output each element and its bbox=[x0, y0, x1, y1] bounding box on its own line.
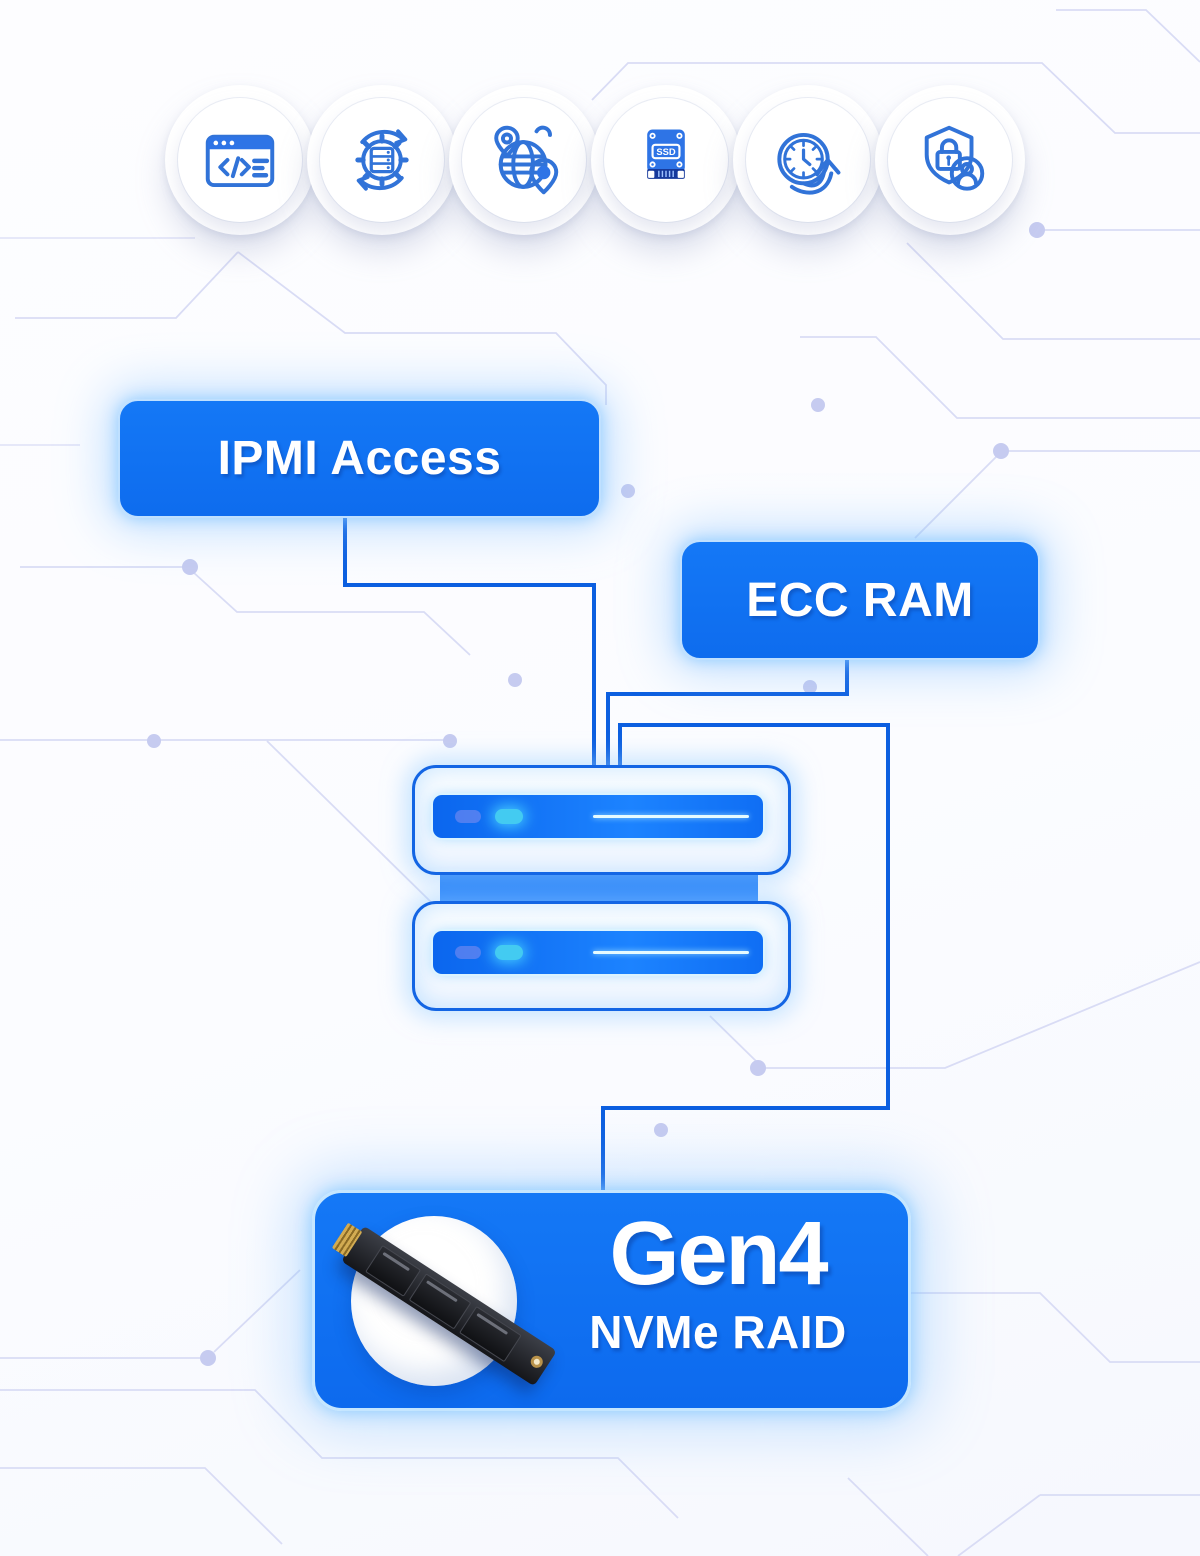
badge-inner bbox=[320, 98, 444, 222]
server-front-panel bbox=[433, 795, 763, 838]
feature-badge-security bbox=[875, 85, 1025, 235]
uptime-clock-arrow-icon bbox=[777, 132, 841, 195]
badge-inner: SSD bbox=[604, 98, 728, 222]
status-led-idle bbox=[455, 810, 481, 823]
connector-ecc-to-server bbox=[606, 656, 849, 770]
ssd-drive-icon: SSD bbox=[647, 129, 685, 179]
server-rack-unit-1 bbox=[412, 765, 791, 875]
badge-inner bbox=[746, 98, 870, 222]
feature-badge-ssd: SSD bbox=[591, 85, 741, 235]
drive-slot-line bbox=[593, 815, 749, 818]
status-led-active bbox=[495, 945, 523, 960]
feature-badge-code bbox=[165, 85, 315, 235]
status-led-active bbox=[495, 809, 523, 824]
node-ipmi-access: IPMI Access bbox=[118, 399, 601, 518]
server-gear-sync-icon bbox=[355, 129, 409, 191]
feature-badge-managed-server bbox=[307, 85, 457, 235]
node-ecc-ram: ECC RAM bbox=[680, 540, 1040, 660]
badge-inner bbox=[888, 98, 1012, 222]
server-rack-unit-2 bbox=[412, 901, 791, 1011]
code-window-icon bbox=[205, 134, 275, 188]
badge-inner bbox=[178, 98, 302, 222]
ecc-ram-label: ECC RAM bbox=[746, 573, 974, 627]
badge-inner bbox=[462, 98, 586, 222]
security-shield-user-icon bbox=[924, 125, 985, 191]
ssd-icon-label: SSD bbox=[656, 146, 676, 157]
server-front-panel bbox=[433, 931, 763, 974]
feature-badge-uptime bbox=[733, 85, 883, 235]
feature-badge-global-network bbox=[449, 85, 599, 235]
gen4-subtitle: NVMe RAID bbox=[589, 1305, 847, 1358]
node-gen4-nvme-raid: Gen4 NVMe RAID bbox=[312, 1190, 911, 1411]
gen4-text-block: Gen4 NVMe RAID bbox=[543, 1204, 893, 1359]
connector-ipmi-to-server bbox=[343, 514, 596, 770]
global-network-pin-icon bbox=[494, 125, 559, 195]
gen4-title: Gen4 bbox=[609, 1204, 828, 1304]
connector-server-to-gen4 bbox=[601, 723, 890, 1195]
drive-slot-line bbox=[593, 951, 749, 954]
ipmi-access-label: IPMI Access bbox=[217, 432, 502, 485]
status-led-idle bbox=[455, 946, 481, 959]
